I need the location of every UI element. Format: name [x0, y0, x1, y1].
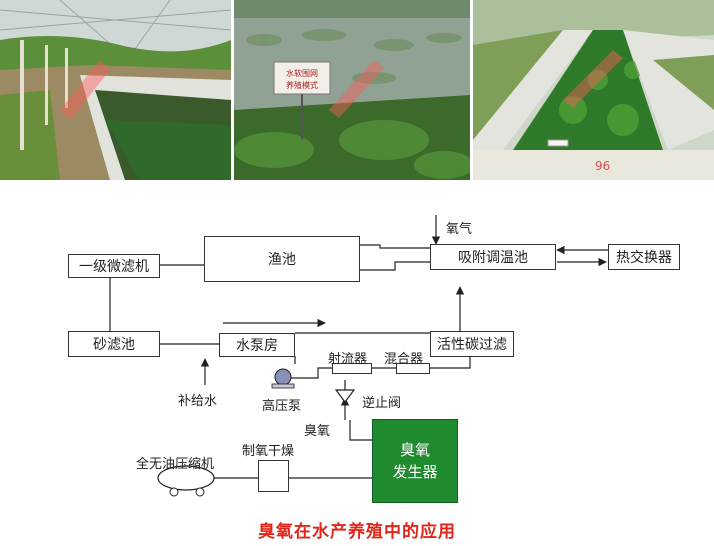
- svg-text:养殖模式: 养殖模式: [286, 80, 318, 90]
- box-heat-exchanger: 热交换器: [608, 244, 680, 270]
- diagram-caption: 臭氧在水产养殖中的应用: [258, 522, 456, 542]
- box-adsorption-pool: 吸附调温池: [430, 244, 556, 270]
- box-pump-room: 水泵房: [219, 333, 295, 357]
- photo-pond-sign: 水软围网 养殖模式: [234, 0, 470, 180]
- label-check-valve: 逆止阀: [362, 396, 402, 411]
- box-fish-pond: 渔池: [204, 236, 360, 282]
- ozone-generator-line1: 臭氧: [399, 441, 430, 459]
- label-jet: 射流器: [328, 352, 368, 367]
- high-pressure-pump-icon: [271, 368, 295, 389]
- photo-sign-text: 水软围网: [286, 68, 318, 78]
- box-oxygen-dryer: [258, 460, 289, 492]
- label-makeup-water: 补给水: [178, 394, 218, 409]
- box-jet: [332, 363, 372, 374]
- label-oxygen-dryer: 制氧干燥: [242, 444, 295, 459]
- box-sand-filter: 砂滤池: [68, 331, 160, 357]
- box-activated-carbon-filter: 活性碳过滤: [430, 331, 514, 357]
- check-valve-icon: [334, 389, 356, 403]
- label-ozone: 臭氧: [304, 424, 331, 439]
- photo-marker-text: 96: [595, 159, 610, 173]
- label-mixer: 混合器: [384, 352, 424, 367]
- label-oxygen: 氧气: [446, 222, 473, 237]
- box-ozone-generator: 臭氧 发生器: [372, 419, 458, 503]
- photo-greenhouse-channels: [0, 0, 231, 180]
- label-oil-free-compressor: 全无油压缩机: [136, 457, 215, 472]
- label-high-pressure-pump: 高压泵: [262, 399, 302, 414]
- oil-free-compressor-icon: [157, 465, 215, 497]
- photo-planted-raceway: 96: [473, 0, 714, 180]
- box-primary-microfilter: 一级微滤机: [68, 254, 160, 278]
- ozone-generator-line2: 发生器: [392, 463, 438, 481]
- box-mixer: [396, 363, 430, 374]
